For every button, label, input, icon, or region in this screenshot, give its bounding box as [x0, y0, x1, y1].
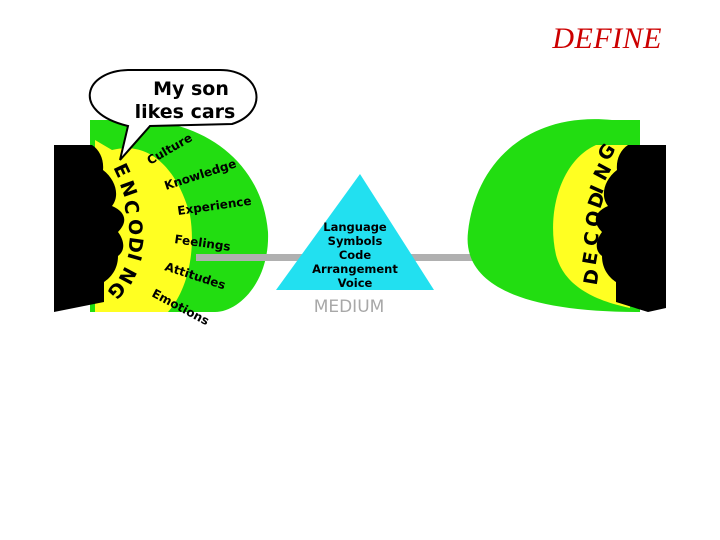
sender-yellow-band [95, 140, 192, 312]
encoding-letter: O [124, 219, 146, 235]
decoding-label: D E C O D I N G [579, 140, 621, 287]
medium-triangle: Language Symbols Code Arrangement Voice [276, 174, 434, 290]
speech-line-1: My son [153, 78, 229, 100]
encoding-letter: C [119, 199, 143, 216]
encoding-letter: N [115, 178, 141, 200]
medium-item: Language [323, 220, 387, 234]
decoding-letter: D [580, 267, 604, 286]
decoding-letter: D [584, 189, 610, 211]
page-title: DEFINE [552, 22, 662, 55]
medium-item: Voice [338, 276, 373, 290]
decoding-letter: E [579, 250, 603, 267]
receiver-head-silhouette [595, 145, 666, 312]
speech-line-2: likes cars [135, 101, 236, 123]
speech-bubble: My son likes cars [88, 69, 258, 161]
encoding-letter: D [123, 236, 147, 255]
medium-item: Arrangement [312, 262, 398, 276]
medium-label: MEDIUM [314, 297, 385, 317]
decoding-letter: C [580, 230, 604, 248]
sender-head-silhouette [54, 145, 125, 312]
medium-item: Symbols [328, 234, 383, 248]
decoding-letter: O [581, 208, 607, 230]
medium-item: Code [339, 248, 372, 262]
